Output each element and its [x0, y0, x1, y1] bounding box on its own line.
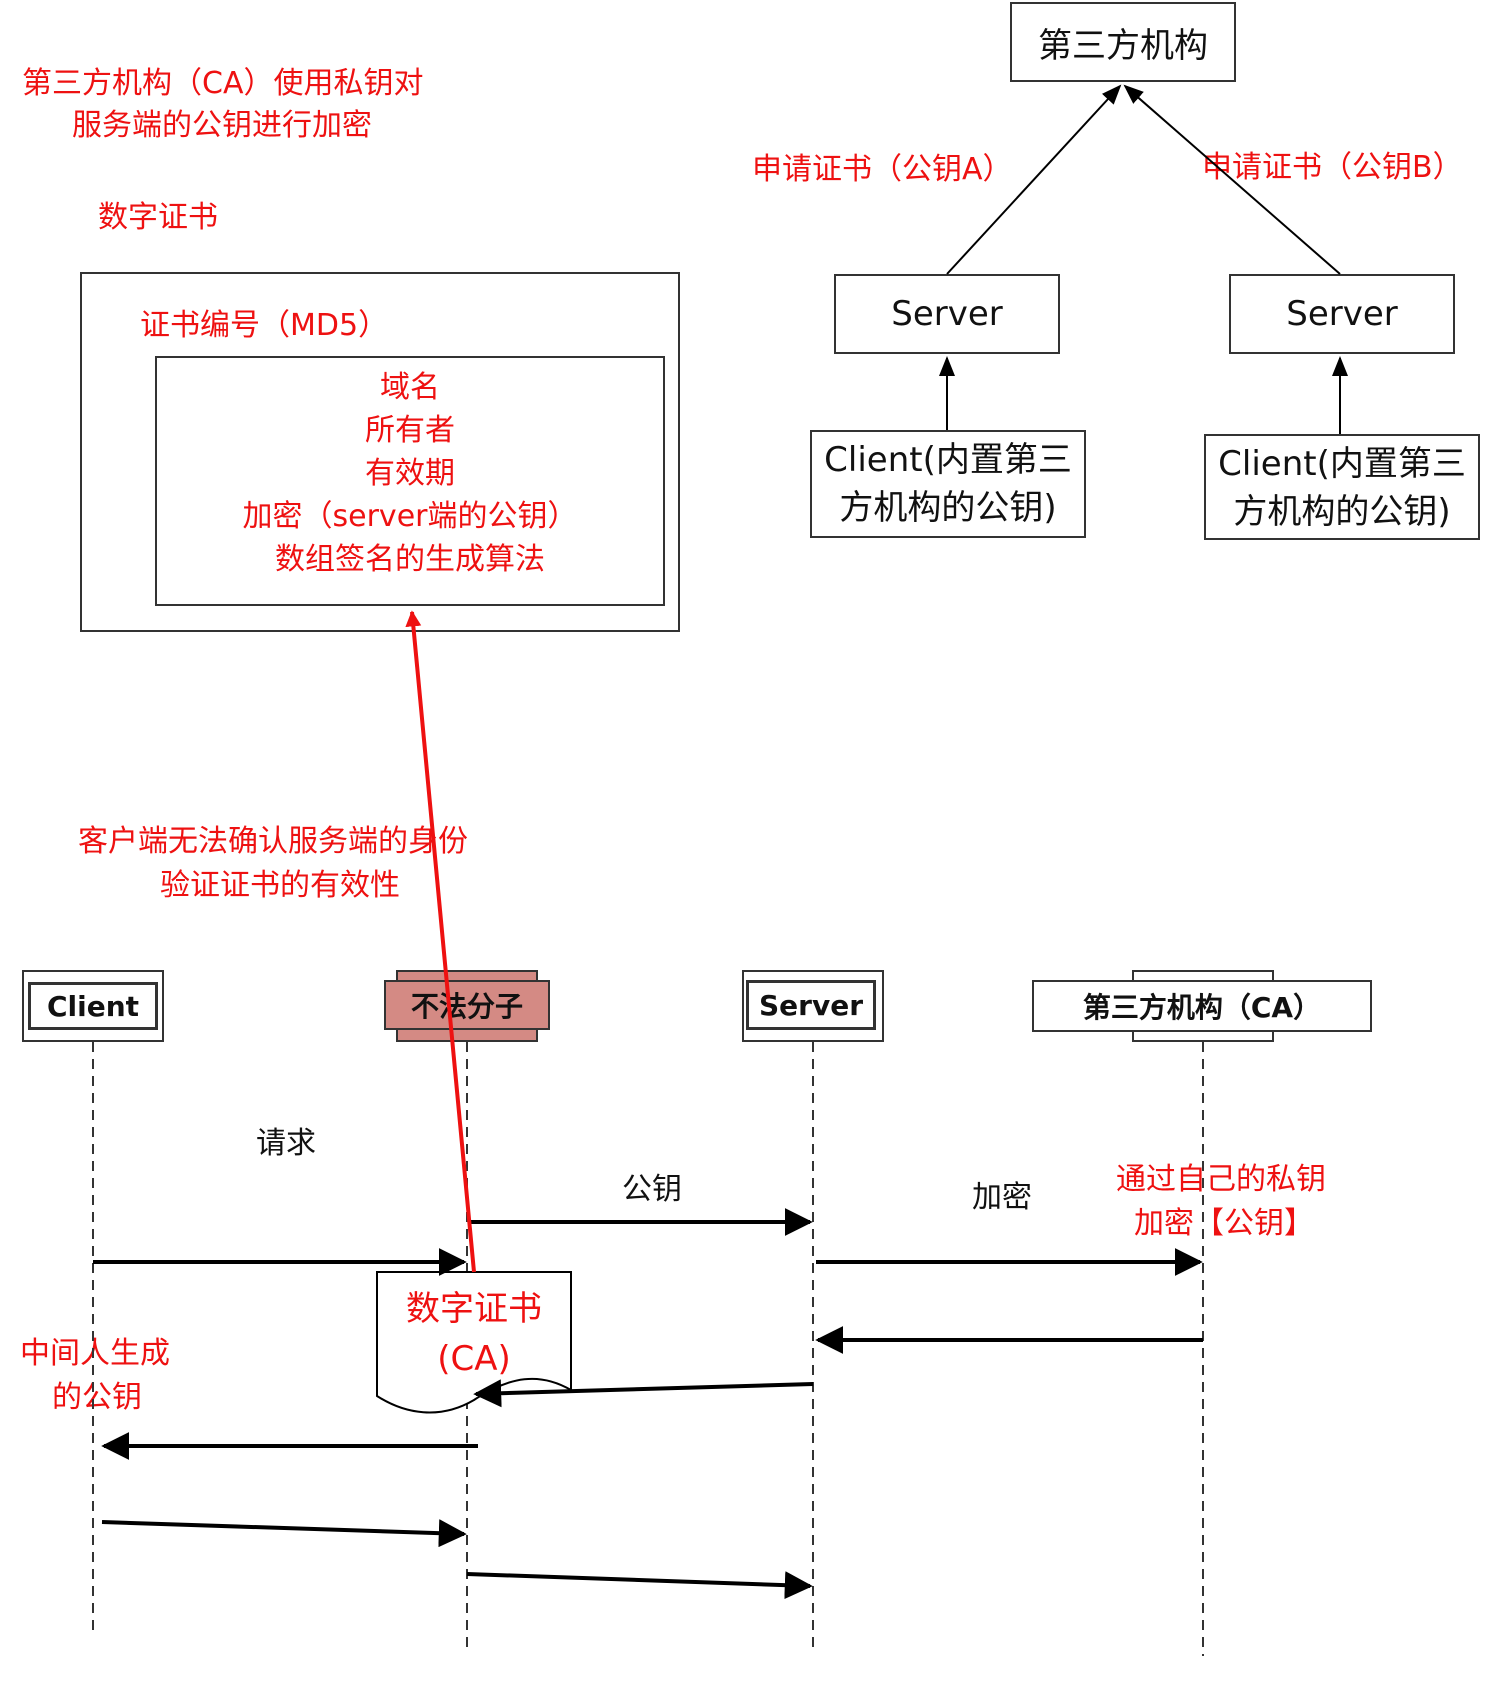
link-server-right-to-ca [1123, 84, 1341, 275]
client-left-line1: Client(内置第三 [824, 440, 1072, 480]
lane-ca-label: 第三方机构（CA） [1032, 980, 1372, 1032]
client-left-line2: 方机构的公钥) [839, 488, 1057, 528]
client-box-right: Client(内置第三 方机构的公钥) [1204, 434, 1480, 540]
ca-encrypt-note-line2: 加密【公钥】 [1134, 1206, 1314, 1241]
ca-note-line1: 第三方机构（CA）使用私钥对 [22, 66, 424, 101]
client-right-line1: Client(内置第三 [1218, 444, 1466, 484]
client-right-line2: 方机构的公钥) [1233, 492, 1451, 532]
lane-server: Server [742, 970, 884, 1042]
red-arrow-cert-to-box [405, 610, 476, 1273]
cert-document-label: 数字证书 (CA) [377, 1284, 571, 1384]
lane-ca: 第三方机构（CA） [1032, 970, 1372, 1042]
lane-client-label: Client [28, 982, 158, 1030]
arrow-attacker-to-server [466, 1571, 813, 1600]
ca-root-box: 第三方机构 [1010, 2, 1236, 82]
msg-pubkey-label: 公钥 [622, 1172, 682, 1207]
lane-client: Client [22, 970, 164, 1042]
problem-note-line1: 客户端无法确认服务端的身份 [78, 824, 468, 859]
link-server-left-to-ca [946, 84, 1122, 275]
ca-note-line2: 服务端的公钥进行加密 [72, 108, 372, 143]
lane-attacker: 不法分子 [384, 970, 550, 1042]
cert-field-owner: 所有者 [365, 413, 455, 448]
cert-number-label: 证书编号（MD5） [140, 308, 389, 343]
apply-cert-label-b: 申请证书（公钥B） [1202, 150, 1463, 185]
cert-field-encryption: 加密（server端的公钥） [242, 499, 578, 534]
mitm-note-line1: 中间人生成 [20, 1336, 170, 1371]
apply-cert-label-a: 申请证书（公钥A） [752, 152, 1013, 187]
cert-field-domain: 域名 [380, 370, 440, 405]
certificate-inner-box: 域名 所有者 有效期 加密（server端的公钥） 数组签名的生成算法 [155, 356, 665, 606]
cert-document-line1: 数字证书 [406, 1289, 542, 1329]
arrow-client-to-attacker [101, 1519, 467, 1548]
cert-field-validity: 有效期 [365, 456, 455, 491]
lane-server-label: Server [746, 980, 876, 1030]
lane-attacker-label: 不法分子 [384, 980, 550, 1030]
msg-request-label: 请求 [256, 1126, 316, 1161]
cert-heading: 数字证书 [98, 200, 218, 235]
mitm-note-line2: 的公钥 [52, 1380, 142, 1415]
ca-encrypt-note-line1: 通过自己的私钥 [1116, 1162, 1326, 1197]
msg-encrypt-label: 加密 [972, 1180, 1032, 1215]
server-box-left: Server [834, 274, 1060, 354]
problem-note-line2: 验证证书的有效性 [160, 868, 400, 903]
arrow-server-to-attacker [473, 1379, 814, 1408]
server-box-right: Server [1229, 274, 1455, 354]
client-box-left: Client(内置第三 方机构的公钥) [810, 430, 1086, 538]
cert-document-line2: (CA) [437, 1339, 511, 1379]
cert-field-signature-algorithm: 数组签名的生成算法 [275, 542, 545, 577]
